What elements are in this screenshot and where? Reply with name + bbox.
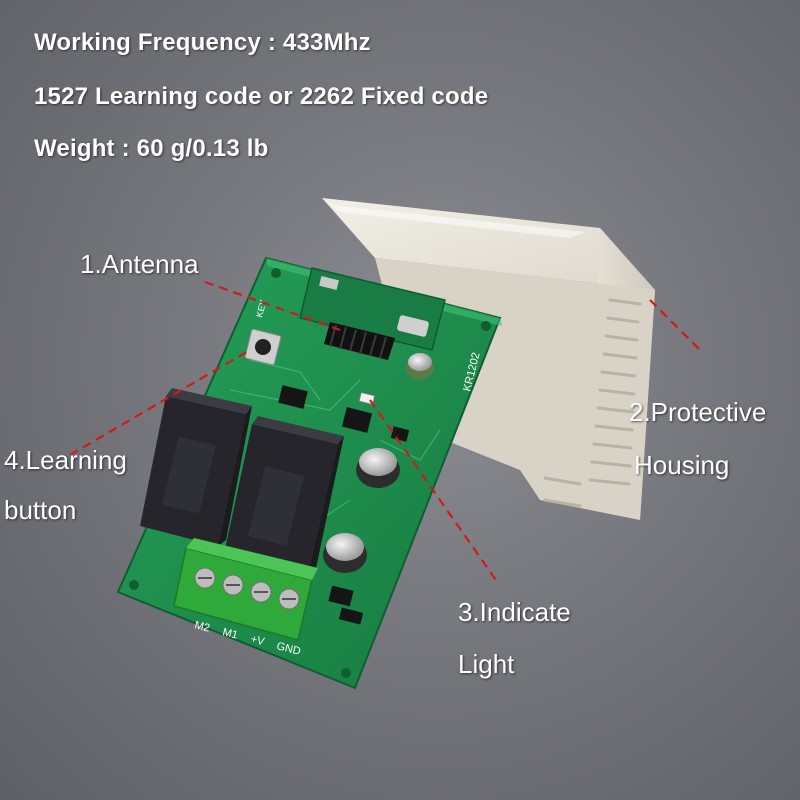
terminal-block: M2 M1 +V GND bbox=[173, 538, 318, 658]
callout-lines bbox=[69, 280, 701, 584]
indicate-light-callout-label-line2: Light bbox=[458, 649, 515, 679]
housing-callout-label-line2: Housing bbox=[634, 450, 730, 480]
relay-1 bbox=[140, 388, 252, 546]
antenna-callout-line bbox=[204, 280, 341, 332]
capacitors bbox=[323, 353, 434, 573]
learning-button: KEY bbox=[244, 299, 282, 366]
terminal-label-gnd: GND bbox=[275, 640, 302, 658]
learning-callout-line bbox=[69, 349, 251, 456]
learning-button-callout-label-line1: 4.Learning bbox=[4, 445, 127, 475]
antenna-module bbox=[299, 267, 446, 360]
terminal-label-m1: M1 bbox=[221, 626, 239, 641]
relay-2 bbox=[224, 416, 344, 574]
terminal-screws bbox=[194, 567, 300, 610]
relays bbox=[140, 388, 344, 574]
learning-button-callout-label-line2: button bbox=[4, 495, 77, 525]
housing-callout-line bbox=[649, 299, 701, 351]
antenna-coil bbox=[324, 322, 395, 360]
housing-vents bbox=[543, 298, 642, 508]
indicate-light-callout-label-line1: 3.Indicate bbox=[458, 597, 571, 627]
spec-weight: Weight : 60 g/0.13 lb bbox=[34, 135, 269, 162]
ic-chips bbox=[278, 385, 410, 625]
terminal-label-v: +V bbox=[249, 633, 266, 648]
antenna-callout-label: 1.Antenna bbox=[80, 249, 199, 279]
spec-frequency: Working Frequency : 433Mhz bbox=[34, 29, 371, 56]
spec-code-type: 1527 Learning code or 2262 Fixed code bbox=[34, 83, 489, 110]
light-callout-line bbox=[369, 399, 499, 584]
terminal-label-m2: M2 bbox=[193, 619, 211, 634]
housing-callout-label-line1: 2.Protective bbox=[629, 397, 767, 427]
